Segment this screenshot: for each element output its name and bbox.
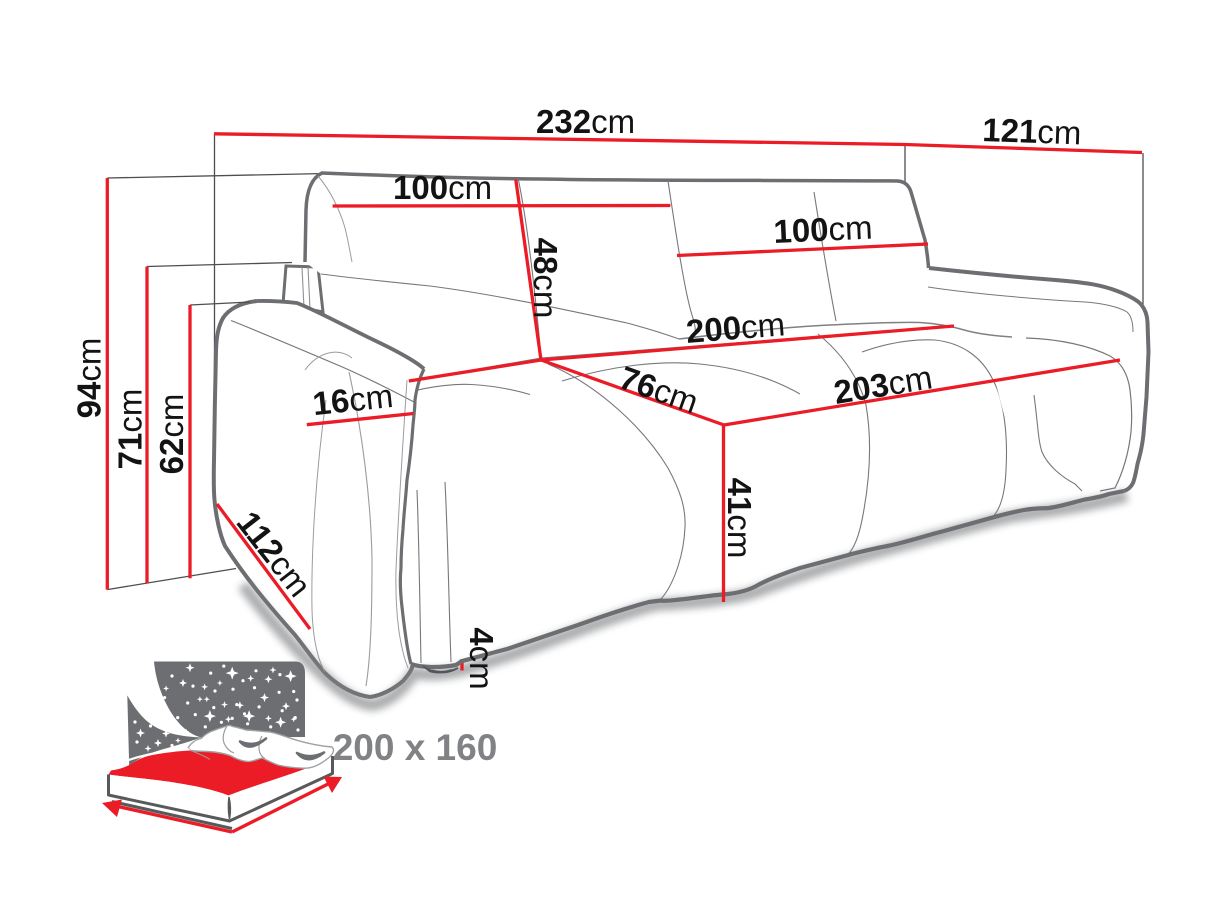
svg-text:94cm: 94cm [71,338,108,419]
svg-text:100cm: 100cm [393,169,492,206]
svg-text:41cm: 41cm [721,478,758,559]
svg-text:71cm: 71cm [112,389,149,470]
svg-text:16cm: 16cm [311,377,395,422]
svg-text:200cm: 200cm [685,305,787,350]
svg-text:4cm: 4cm [463,627,500,689]
svg-text:121cm: 121cm [982,111,1082,151]
svg-text:203cm: 203cm [831,358,935,411]
svg-text:62cm: 62cm [153,394,190,475]
svg-text:232cm: 232cm [536,103,635,140]
svg-text:100cm: 100cm [773,209,874,250]
svg-text:48cm: 48cm [527,238,564,319]
svg-text:200 x 160: 200 x 160 [333,727,498,768]
